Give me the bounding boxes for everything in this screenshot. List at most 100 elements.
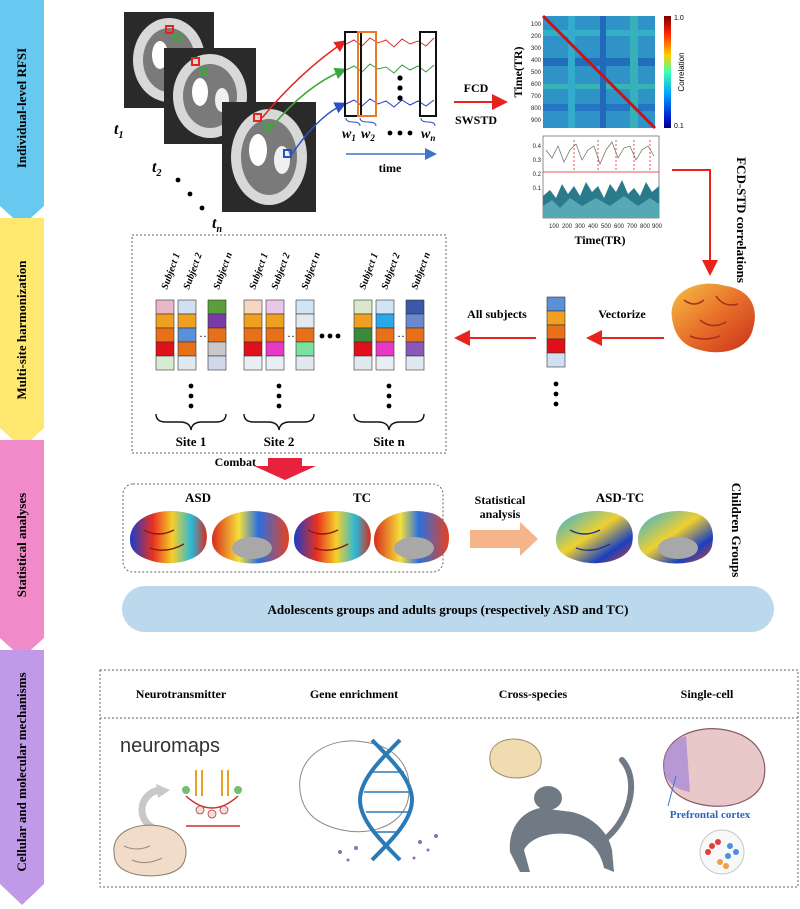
single-cell-illustration: Prefrontal cortex	[663, 728, 766, 875]
stage-chevron-1	[0, 0, 44, 226]
std-xticks: 100 200 300 400 500 600 700 800 900	[549, 224, 663, 230]
heatmap-yticks: 100 200 300 400 500 600 700 800 900	[531, 22, 542, 124]
signal-ellipsis-dots	[397, 75, 403, 101]
enrichment-dots	[338, 834, 438, 862]
brain-sketch	[113, 824, 187, 877]
site-n-dots	[386, 383, 392, 409]
std-ytick: 0.2	[533, 172, 542, 178]
heatmap-texture	[543, 16, 655, 128]
stage-chevron-4	[0, 650, 44, 905]
group-brain-panel: ASD TC	[122, 483, 450, 573]
heatmap-ytick: 200	[531, 34, 542, 40]
mechanisms-frame	[99, 669, 799, 888]
mri-slice-n	[222, 102, 316, 212]
std-xtick: 900	[652, 224, 663, 230]
cell-cluster	[699, 829, 745, 875]
window-1-box	[344, 31, 362, 117]
site-2-brace	[243, 413, 315, 431]
std-timeseries-panel: 0.4 0.3 0.2 0.1 100 200 300 400 500 600 …	[533, 135, 663, 247]
time-ellipsis-dots	[175, 177, 205, 211]
subject-column	[155, 299, 175, 371]
stage-label-1: Individual-level RFSI	[14, 48, 29, 168]
std-ytick: 0.3	[533, 158, 542, 164]
heatmap-ytick: 800	[531, 106, 542, 112]
subject-column	[375, 299, 395, 371]
subject-label: Subject 1	[357, 251, 380, 291]
std-xtick: 100	[549, 224, 560, 230]
colorbar-label: Correlation	[677, 52, 686, 91]
prefrontal-pointer	[667, 775, 677, 807]
asd-medial-brain	[212, 511, 289, 564]
mechanisms-panel: Neurotransmitter Gene enrichment Cross-s…	[99, 669, 799, 888]
subject-column	[207, 299, 227, 371]
stage-label-4: Cellular and molecular mechanisms	[14, 672, 29, 871]
column-header-gene-enrichment: Gene enrichment	[310, 687, 398, 701]
site-2-group: Subject 1 Subject 2 Subject n ··· Site 2	[243, 251, 323, 449]
heatmap-ytick: 100	[531, 22, 542, 28]
std-xlabel: Time(TR)	[574, 233, 625, 247]
heatmap-ylabel: Time(TR)	[511, 46, 525, 97]
window-2-box	[357, 31, 377, 117]
window-ellipsis-dots	[387, 130, 413, 136]
site-label-1: Site 1	[176, 434, 207, 449]
red-roi-arrow	[261, 40, 347, 119]
site-matrix-frame	[131, 234, 447, 454]
cortical-brain-map	[671, 283, 755, 353]
monkey-silhouette	[509, 757, 635, 872]
asd-label: ASD	[185, 490, 211, 505]
prefrontal-region	[663, 736, 690, 792]
banner-text: Adolescents groups and adults groups (re…	[268, 602, 629, 617]
site-1-brace	[155, 413, 227, 431]
diff-lateral-brain	[556, 511, 633, 564]
fcd-std-correlation-step: FCD-STD correlations	[672, 157, 749, 283]
subject-column	[295, 299, 315, 371]
time-label-2: t2	[152, 159, 161, 179]
colorbar-min: 0.1	[674, 123, 684, 130]
cycle-arrowhead	[156, 784, 170, 798]
site-ellipsis-dots	[319, 333, 341, 339]
tc-medial-brain	[374, 511, 450, 564]
window-n-box	[419, 31, 437, 117]
time-point-labels: t1 t2 tn	[114, 121, 222, 235]
site-n-group: Subject 1 Subject 2 Subject n ··· Site n	[353, 251, 433, 449]
heatmap-ytick: 500	[531, 70, 542, 76]
window-label-n: wn	[421, 127, 435, 143]
brain-outline-sketch	[299, 740, 410, 833]
std-noise-band-light	[543, 196, 659, 218]
window-label-2: w2	[361, 127, 375, 143]
subject-column	[243, 299, 263, 371]
std-xtick: 800	[640, 224, 651, 230]
analysis-arrow	[470, 522, 538, 556]
site-2-dots	[276, 383, 282, 409]
std-xtick: 200	[562, 224, 573, 230]
correlation-label: FCD-STD correlations	[734, 157, 749, 283]
tc-label: TC	[353, 490, 371, 505]
heatmap-ytick: 300	[531, 46, 542, 52]
std-xtick: 600	[614, 224, 625, 230]
vectorize-label: Vectorize	[598, 307, 646, 321]
children-groups-label: Children Groups	[729, 483, 744, 578]
std-event-lines	[573, 140, 651, 170]
std-xtick: 300	[575, 224, 586, 230]
stage-label-2: Multi-site harmonization	[14, 260, 29, 400]
subject-column	[265, 299, 285, 371]
tc-lateral-brain	[294, 511, 371, 564]
statistical-analysis-step: Statistical analysis	[470, 493, 538, 556]
stage-label-3: Statistical analyses	[14, 493, 29, 597]
diff-medial-brain	[638, 511, 714, 564]
method-fcd-label: FCD	[464, 81, 489, 95]
vector-ellipsis-dots	[553, 381, 559, 407]
site-n-brace	[353, 413, 425, 431]
subject-label: Subject 2	[379, 251, 402, 291]
site-1-dots	[188, 383, 194, 409]
neurotransmitter-illustration: neuromaps	[113, 735, 242, 877]
stage-chevron-3	[0, 440, 44, 658]
window-label-1: w1	[342, 127, 356, 143]
dna-strand-a	[357, 738, 402, 862]
site-matrix-panel: Subject 1 Subject 2 Subject n ··· Site 1…	[131, 234, 447, 454]
std-xtick: 700	[627, 224, 638, 230]
synapse-diagram	[182, 770, 242, 827]
column-header-cross-species: Cross-species	[499, 687, 568, 701]
time-axis-label: time	[379, 161, 402, 175]
